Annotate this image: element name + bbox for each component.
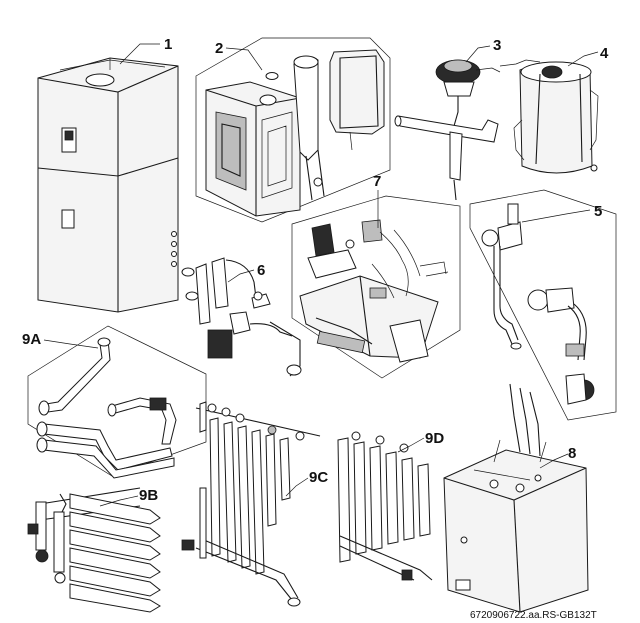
drawing-code: 6720906722.aa.RS-GB132T [470,610,597,621]
pipe-set-9a-part [27,325,207,479]
fan-assembly-part [394,59,501,201]
callout-2-label: 2 [215,40,223,57]
callout-9d-label: 9D [425,430,444,447]
callout-9a-label: 9A [22,331,41,348]
callout-3-label: 3 [493,37,501,54]
callout-9b-label: 9B [139,487,158,504]
pump-pipes-part [469,189,617,421]
pipe-set-9c-part [181,401,321,607]
callout-5-label: 5 [594,203,602,220]
callout-1-label: 1 [164,36,172,53]
control-panel-part [291,195,461,379]
callout-7-label: 7 [373,173,381,190]
hydraulic-group-part [181,257,302,377]
boiler-casing-part [37,57,179,313]
callout-9c-label: 9C [309,469,328,486]
callout-8-label: 8 [568,445,576,462]
manifold-set-9b-part [27,487,161,613]
leader-lines [43,43,599,507]
callout-6-label: 6 [257,262,265,279]
cylinder-part [499,59,599,174]
pipe-set-9d-part [337,431,433,581]
heat-exchanger-part [195,37,391,223]
hot-water-tank-part [443,383,589,613]
callout-4-label: 4 [600,45,609,62]
